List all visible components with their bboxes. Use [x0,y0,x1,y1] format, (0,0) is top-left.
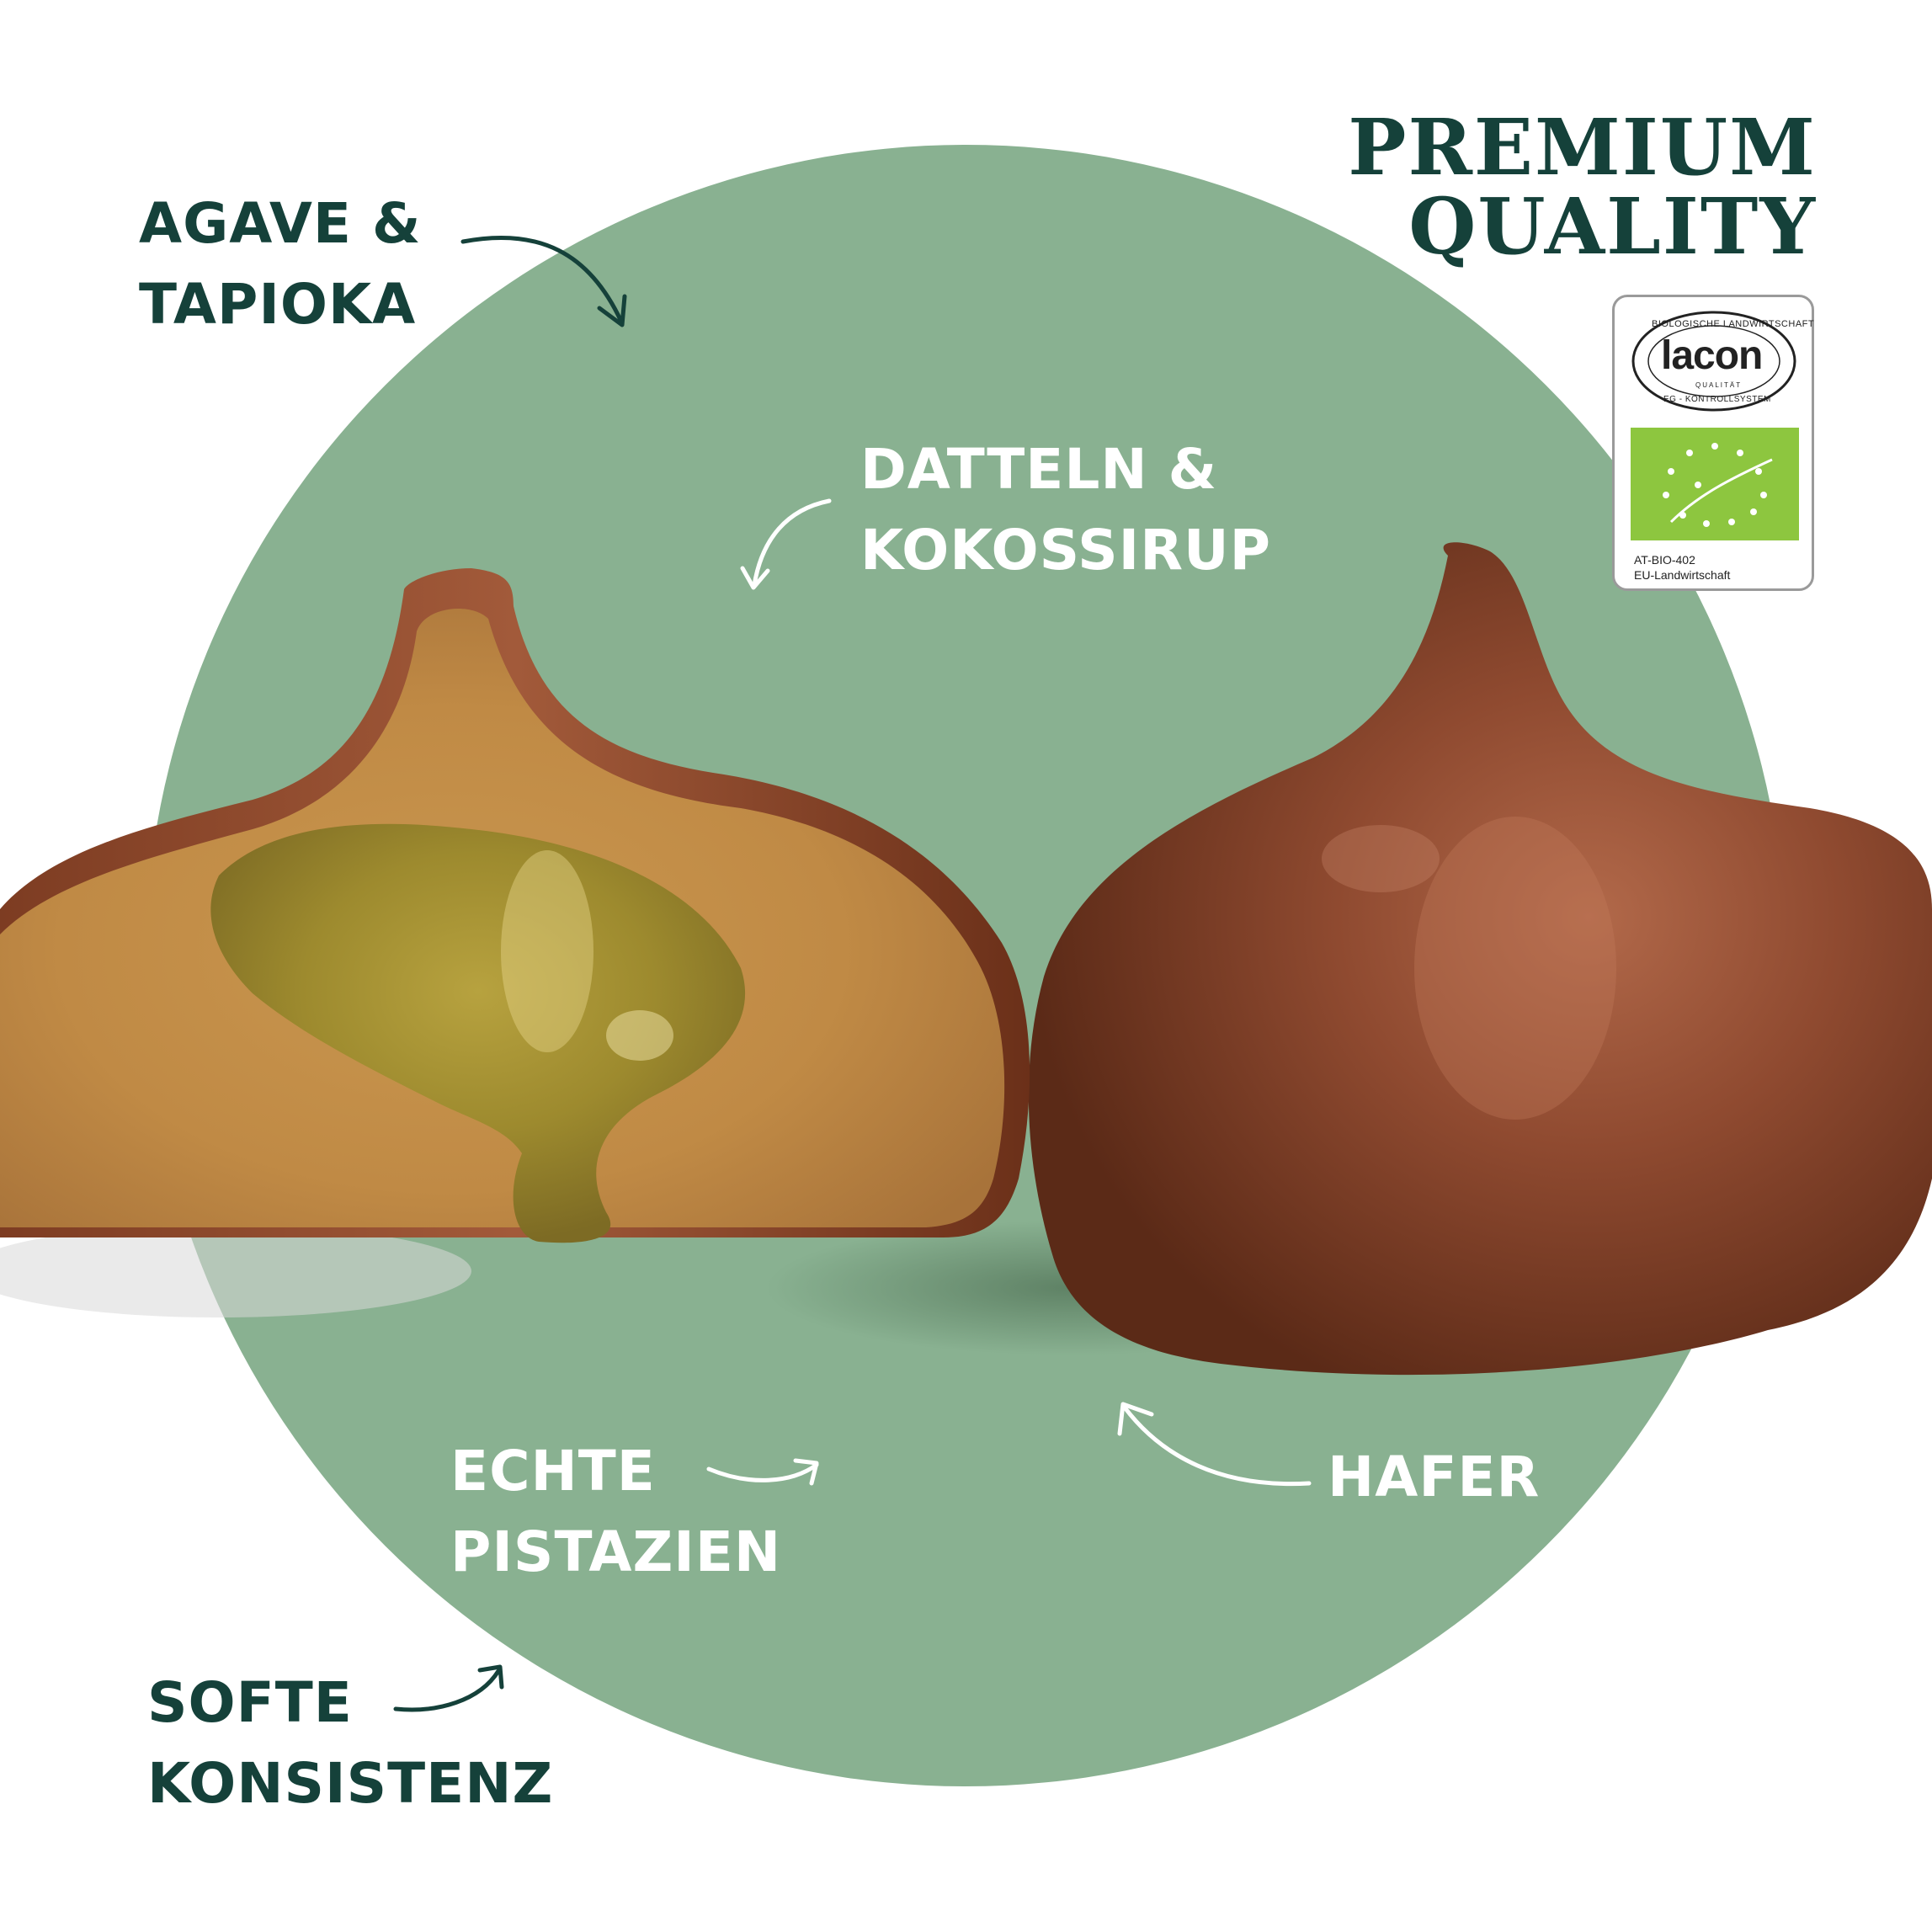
label-agave-tapioka: AGAVE & TAPIOKA [139,191,422,337]
cert-origin-text: EU-Landwirtschaft [1634,568,1731,582]
premium-quality-headline: PREMIUM QUALITY [1348,102,1817,272]
praline-shadow-left [0,1225,471,1317]
label-hafer: HAFER [1328,1445,1541,1509]
label-datteln-kokossirup: DATTELN & KOKOSSIRUP [860,437,1272,583]
arrow-hafer-icon [1122,1405,1312,1487]
seal-top-text: BIOLOGISCHE LANDWIRTSCHAFT [1652,319,1815,329]
label-softe-konsistenz: SOFTE KONSISTENZ [147,1670,554,1816]
arrow-softe-icon [393,1669,501,1712]
seal-sub-text: QUALITÄT [1695,381,1743,389]
cert-code-text: AT-BIO-402 [1634,553,1695,567]
lacon-seal-icon [1631,311,1796,412]
eu-organic-leaf-icon [1631,428,1799,540]
label-echte-pistazien: ECHTE PISTAZIEN [450,1439,782,1584]
seal-brand-text: lacon [1661,333,1763,378]
whole-praline-image [1028,542,1932,1376]
arrow-datteln-icon [752,498,832,588]
organic-certification-badge: BIOLOGISCHE LANDWIRTSCHAFT lacon QUALITÄ… [1612,295,1814,591]
cut-praline-image [0,568,1030,1243]
seal-bottom-text: EG - KONTROLLSYSTEM [1663,395,1771,404]
arrow-agave-icon [460,235,624,324]
arrow-echte-icon [706,1462,819,1482]
